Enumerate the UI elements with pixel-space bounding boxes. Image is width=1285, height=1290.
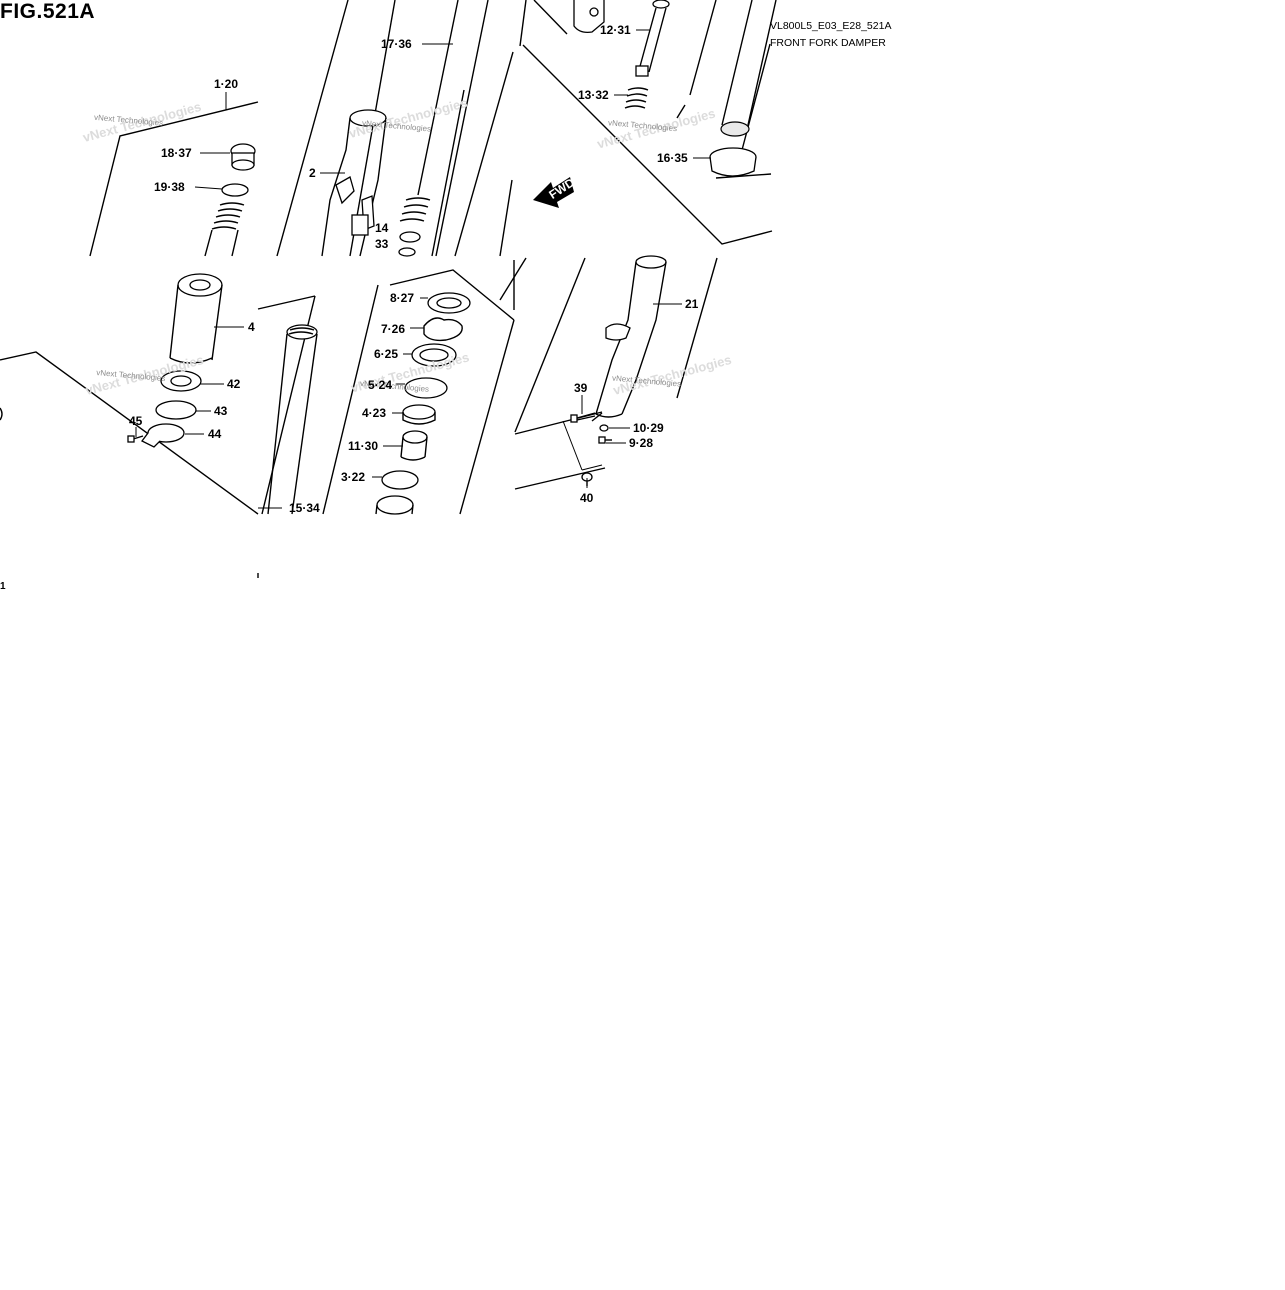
part-label-18-37: 18·37 bbox=[161, 146, 192, 160]
part-label-43: 43 bbox=[214, 404, 228, 418]
part-label-5-24: 5·24 bbox=[368, 378, 392, 392]
part-label-45: 45 bbox=[129, 414, 143, 428]
part-label-42: 42 bbox=[227, 377, 241, 391]
part-label-40: 40 bbox=[580, 491, 594, 505]
part-label-13-32: 13·32 bbox=[578, 88, 609, 102]
dust-seal-part bbox=[427, 292, 471, 314]
part-label-17-36: 17·36 bbox=[381, 37, 412, 51]
partial-part bbox=[0, 407, 3, 421]
part-label-33: 33 bbox=[375, 237, 389, 251]
cap-bolt-part bbox=[230, 143, 256, 171]
drain-screw-part bbox=[598, 436, 612, 444]
inner-tube-part bbox=[399, 0, 489, 257]
part-label-19-38: 19·38 bbox=[154, 180, 185, 194]
clamp-part bbox=[141, 423, 185, 448]
damper-bolt-part bbox=[570, 412, 596, 423]
part-label-4-23: 4·23 bbox=[362, 406, 386, 420]
clamp-screw-part bbox=[127, 435, 144, 443]
part-label-11-30: 11·30 bbox=[348, 439, 378, 453]
spacer-cylinder-part bbox=[169, 273, 223, 364]
watermarks: vNext Technologies vNext Technologies vN… bbox=[81, 95, 733, 398]
part-label-7-26: 7·26 bbox=[381, 322, 405, 336]
part-label-12-31: 12·31 bbox=[600, 23, 631, 37]
spring-part bbox=[204, 202, 245, 257]
parts-artwork bbox=[0, 0, 777, 515]
seal-washer-part bbox=[404, 377, 448, 399]
part-label-39: 39 bbox=[574, 381, 588, 395]
ring-part bbox=[398, 247, 416, 257]
o-ring-part bbox=[221, 183, 249, 197]
part-label-4: 4 bbox=[248, 320, 255, 334]
part-label-1: 1 bbox=[0, 581, 6, 592]
part-label-21: 21 bbox=[685, 297, 699, 311]
clip-part bbox=[423, 317, 463, 342]
leader-lines bbox=[135, 29, 711, 509]
part-label-3-22: 3·22 bbox=[341, 470, 365, 484]
lower-bushing-part bbox=[375, 495, 414, 515]
part-label-9-28: 9·28 bbox=[629, 436, 653, 450]
rebound-spring-part bbox=[624, 87, 649, 109]
fork-tube-part bbox=[267, 324, 318, 515]
damper-rod-part bbox=[635, 0, 670, 77]
part-label-6-25: 6·25 bbox=[374, 347, 398, 361]
part-label-44: 44 bbox=[208, 427, 222, 441]
part-label-2: 2 bbox=[309, 166, 316, 180]
part-label-10-29: 10·29 bbox=[633, 421, 664, 435]
damper-bracket-part bbox=[573, 0, 605, 34]
lock-nut-part bbox=[160, 370, 202, 392]
ring-part bbox=[399, 231, 421, 243]
part-label-8-27: 8·27 bbox=[390, 291, 414, 305]
frame-lines bbox=[0, 0, 773, 578]
part-label-1-20: 1·20 bbox=[214, 77, 238, 91]
oil-lock-part bbox=[400, 430, 428, 461]
gasket-part bbox=[599, 424, 609, 432]
part-labels: 1·20 18·37 19·38 2 17·36 14 33 12·31 13·… bbox=[0, 23, 699, 592]
part-label-16-35: 16·35 bbox=[657, 151, 688, 165]
slide-ring-part bbox=[381, 470, 419, 490]
part-label-14: 14 bbox=[375, 221, 389, 235]
washer-part bbox=[155, 400, 197, 420]
guide-bushing-part bbox=[402, 404, 436, 425]
fwd-arrow-icon: FWD bbox=[533, 175, 577, 208]
outer-tube-part bbox=[321, 109, 387, 257]
figure-code: VL800L5_E03_E28_521A bbox=[770, 20, 892, 32]
part-label-15-34: 15·34 bbox=[289, 501, 320, 515]
figure-title: FIG.521A bbox=[0, 0, 96, 23]
upper-slider-part bbox=[709, 0, 777, 177]
figure-description: FRONT FORK DAMPER bbox=[770, 37, 886, 49]
outer-slider-part bbox=[595, 255, 667, 418]
oil-seal-part bbox=[411, 343, 457, 367]
